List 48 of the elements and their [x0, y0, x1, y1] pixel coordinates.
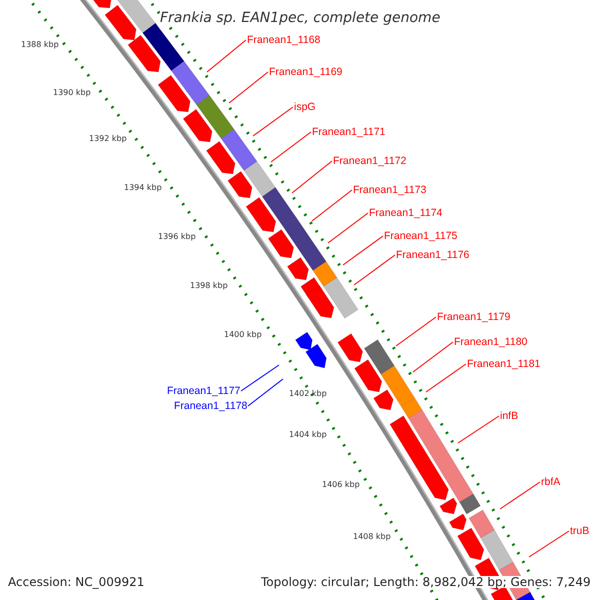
leader-line [500, 482, 540, 510]
gene-label: Franean1_1174 [369, 208, 442, 218]
leader-line [252, 106, 294, 136]
gene-label: Franean1_1173 [353, 184, 426, 195]
scale-label: 1398 kbp [190, 282, 228, 290]
accession-text: Accession: NC_009921 [8, 576, 144, 588]
genome-stats-text: Topology: circular; Length: 8,982,042 bp; Genes: 7,249 [261, 576, 591, 588]
leader-line [328, 212, 368, 244]
leader-line [342, 236, 384, 266]
leader-line [354, 254, 396, 286]
gene-label: Franean1_1180 [454, 336, 528, 347]
gene-label: Franean1_1179 [437, 312, 510, 322]
leader-line [412, 342, 454, 372]
gene-label: Franean1_1169 [269, 66, 342, 77]
scale-label: 1390 kbp [53, 89, 91, 97]
scale-label: 1400 kbp [224, 331, 262, 339]
leader-line [240, 364, 280, 392]
gene-label: Franean1_1177 [167, 386, 240, 396]
scale-label: 1402 kbp [289, 390, 327, 398]
leader-line [396, 316, 436, 346]
map-title: Frankia sp. EAN1pec, complete genome [160, 11, 440, 25]
gene-label: Franean1_1181 [467, 358, 540, 369]
gene-label: rbfA [541, 476, 560, 487]
scale-label: 1396 kbp [158, 233, 196, 241]
gene-label: Franean1_1171 [312, 126, 386, 137]
scale-label: 1406 kbp [322, 481, 360, 489]
gene-label: infB [500, 410, 518, 421]
leader-line [426, 364, 466, 392]
gene-label: Franean1_1175 [384, 230, 458, 241]
leader-line [228, 72, 268, 104]
leader-line [458, 416, 500, 444]
scale-label: 1404 kbp [289, 431, 327, 439]
leader-line [312, 190, 352, 222]
gene-label: Franean1_1168 [247, 34, 320, 45]
scale-label: 1388 kbp [21, 41, 59, 49]
leader-line [248, 378, 284, 406]
leader-line [270, 132, 312, 162]
scale-label: 1408 kbp [353, 533, 391, 541]
gene-label: Franean1_1176 [396, 250, 470, 260]
leader-line [292, 160, 332, 194]
gene-label: Franean1_1172 [333, 156, 406, 166]
leader-line [528, 530, 570, 558]
scale-label: 1394 kbp [124, 184, 162, 192]
scale-label: 1392 kbp [89, 135, 127, 143]
gene-label: ispG [294, 102, 316, 112]
gene-label: Franean1_1178 [174, 400, 248, 411]
leader-line [206, 40, 246, 72]
gene-label: truB [570, 526, 590, 536]
